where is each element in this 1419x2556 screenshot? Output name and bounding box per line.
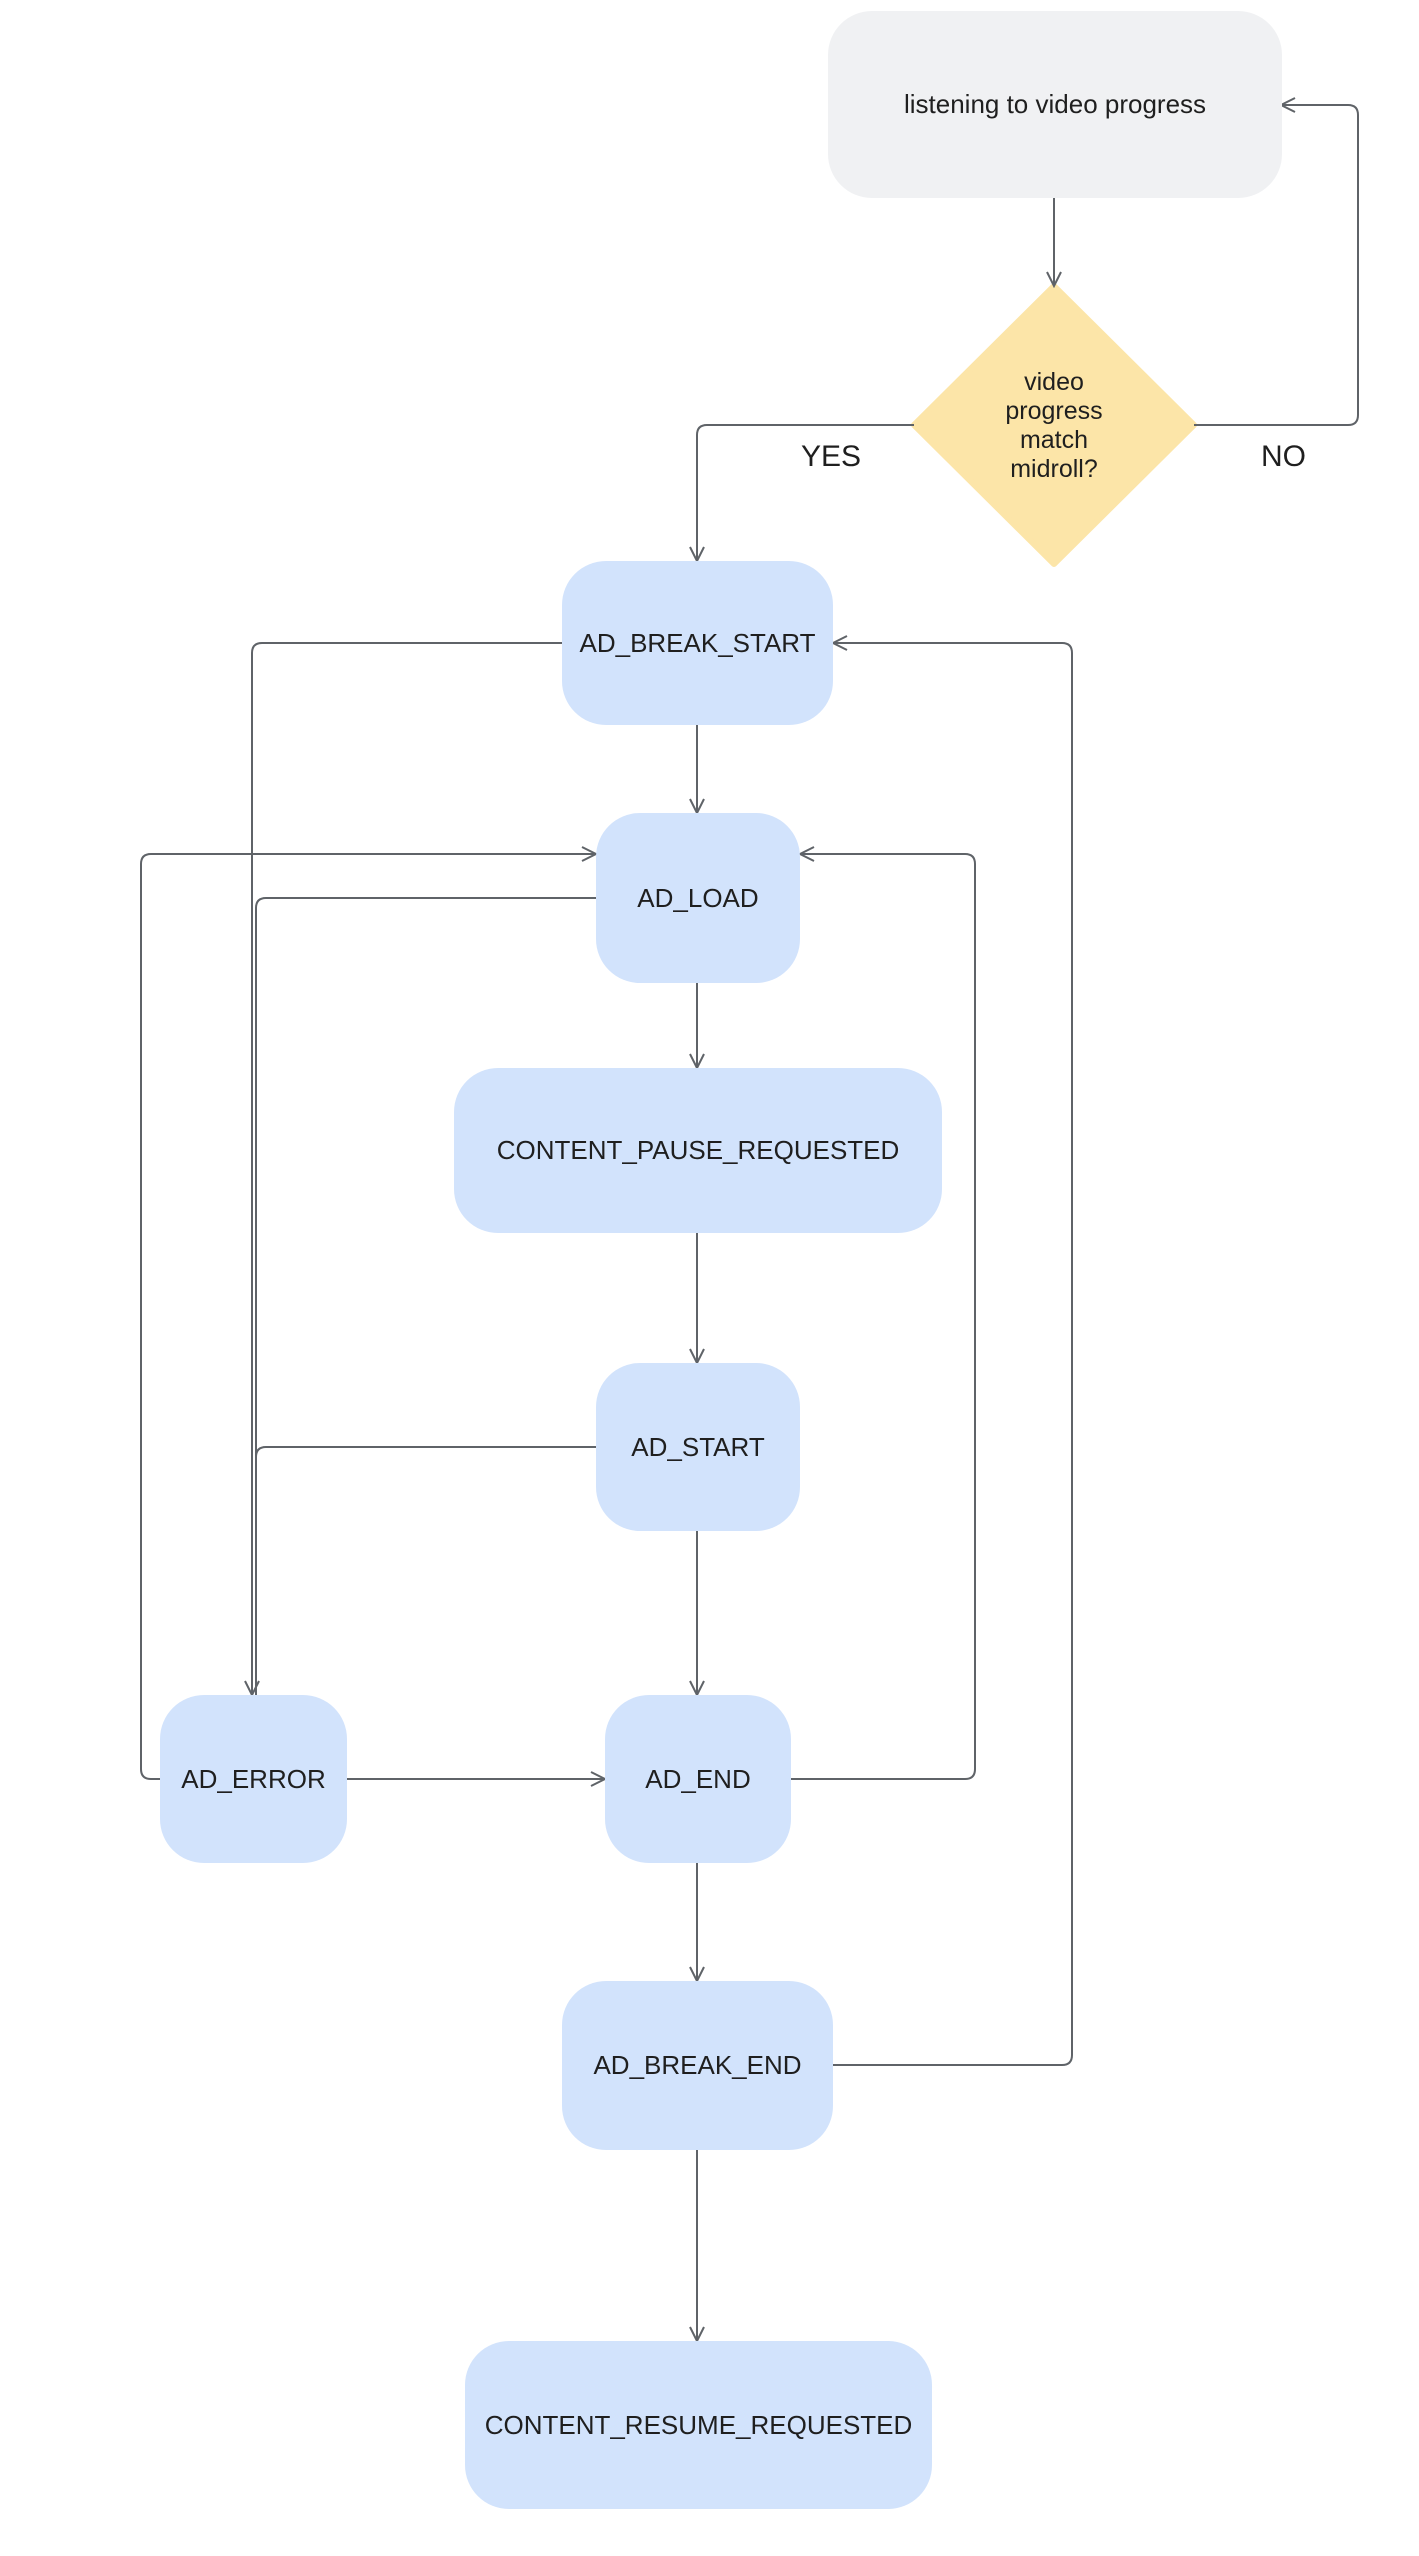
decision-label-line-4: midroll? xyxy=(1010,455,1098,483)
decision-label-line-2: progress xyxy=(1005,397,1103,425)
decision-label-line-1: video xyxy=(1024,368,1084,396)
connector-ad-end-to-ad-load xyxy=(791,854,976,1780)
connector-ad-error-to-ad-load xyxy=(140,854,596,1780)
no-edge-label: NO xyxy=(1261,440,1306,473)
start-node-label: listening to video progress xyxy=(903,89,1207,119)
ad-load-node: AD_LOAD xyxy=(596,813,800,983)
yes-edge-label: YES xyxy=(801,440,862,473)
ad-error-label: AD_ERROR xyxy=(181,1763,326,1794)
ad-break-end-label: AD_BREAK_END xyxy=(593,2050,802,2080)
ad-load-label: AD_LOAD xyxy=(637,882,759,913)
start-node: listening to video progress xyxy=(828,11,1282,198)
ad-end-label: AD_END xyxy=(645,1763,751,1794)
decision-diamond xyxy=(911,283,1197,567)
connector-ad-break-start-to-ad-error xyxy=(252,642,562,1695)
ad-start-node: AD_START xyxy=(596,1363,800,1531)
connector-no-loop xyxy=(1194,105,1359,426)
connector-ad-break-end-to-ad-break-start xyxy=(833,643,1073,2066)
connector-ad-load-to-ad-error xyxy=(255,897,596,1695)
connector-yes-to-ad-break-start xyxy=(697,424,914,561)
ad-start-label: AD_START xyxy=(631,1431,765,1462)
content-pause-requested-label: CONTENT_PAUSE_REQUESTED xyxy=(496,1135,900,1165)
ad-break-start-label: AD_BREAK_START xyxy=(579,627,816,658)
content-pause-requested-node: CONTENT_PAUSE_REQUESTED xyxy=(454,1068,942,1233)
decision-node-label: video progress match midroll? xyxy=(954,368,1154,484)
content-resume-requested-label: CONTENT_RESUME_REQUESTED xyxy=(484,2409,913,2440)
content-resume-requested-node: CONTENT_RESUME_REQUESTED xyxy=(465,2341,932,2509)
ad-break-start-node: AD_BREAK_START xyxy=(562,561,833,725)
ad-end-node: AD_END xyxy=(605,1695,791,1863)
ad-break-end-node: AD_BREAK_END xyxy=(562,1981,833,2150)
ad-error-node: AD_ERROR xyxy=(160,1695,347,1863)
decision-label-line-3: match xyxy=(1019,426,1089,454)
connector-ad-start-to-ad-error xyxy=(255,1446,596,1695)
